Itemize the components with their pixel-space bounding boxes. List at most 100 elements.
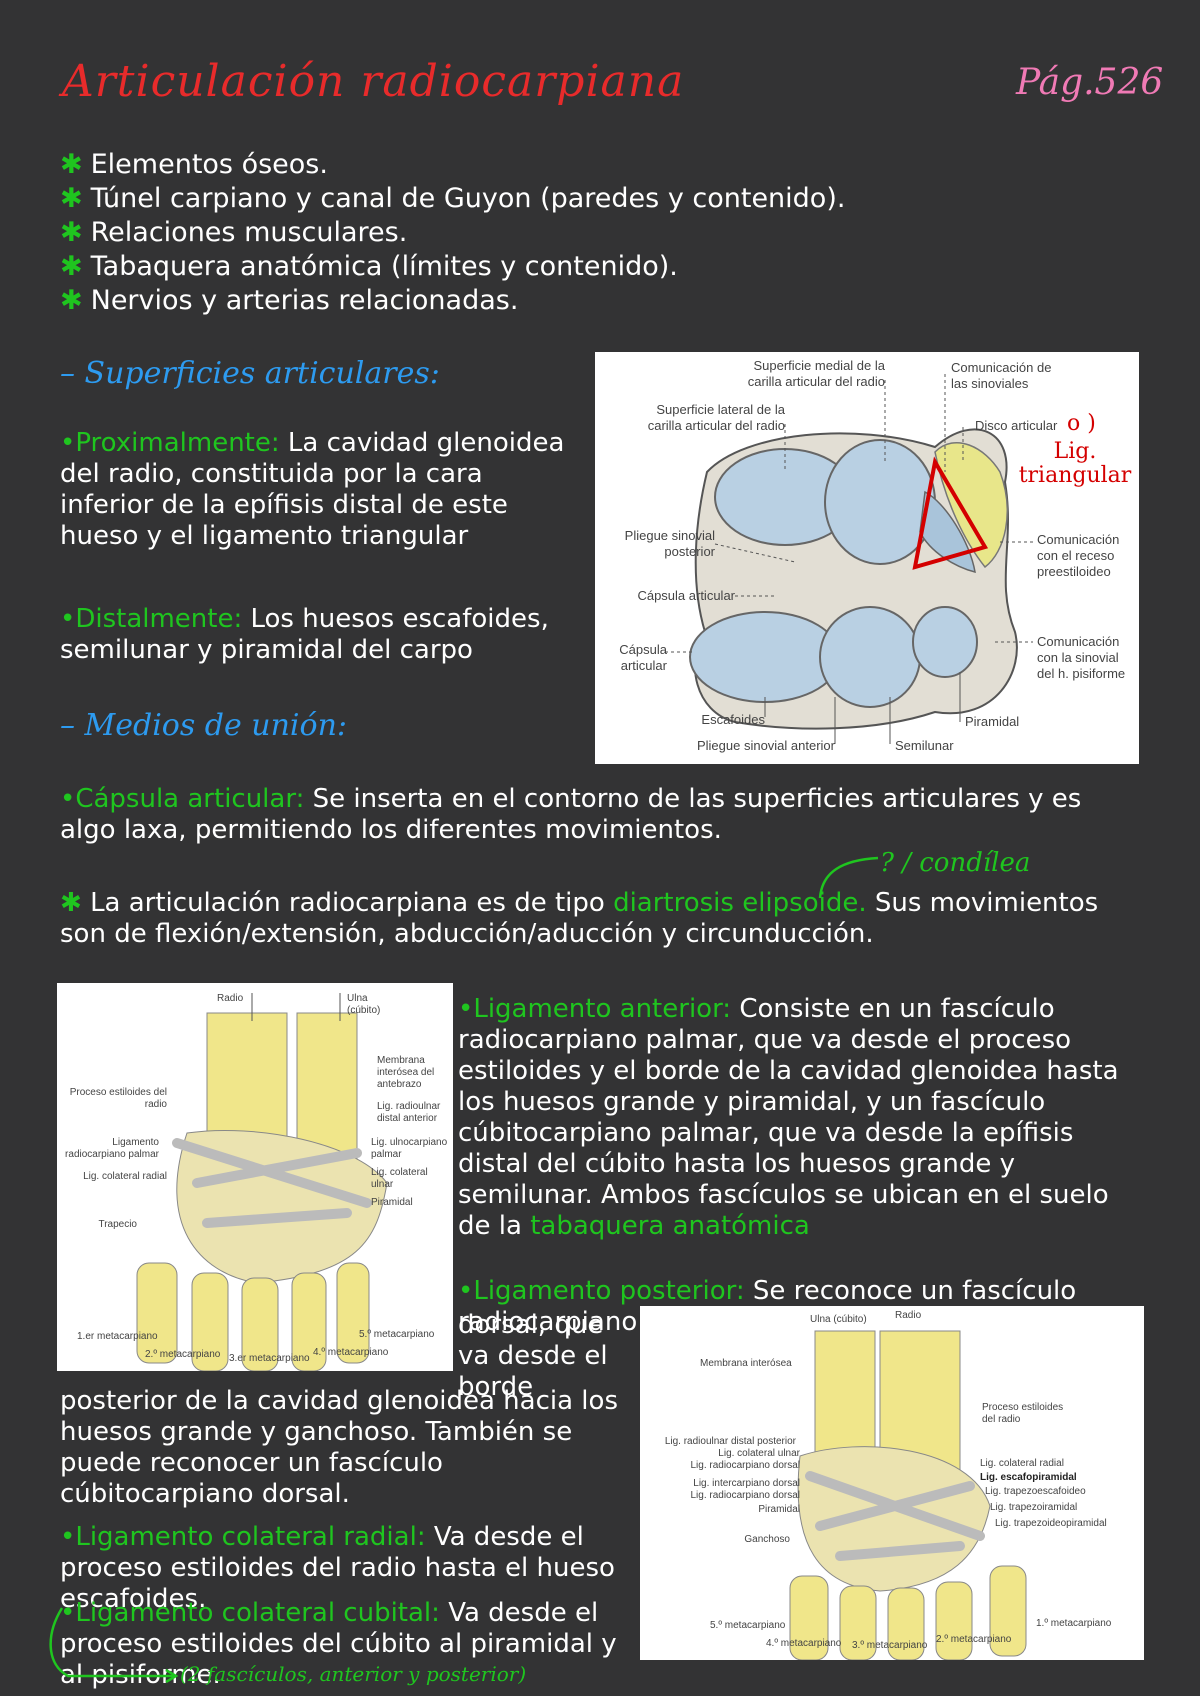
topic-item: ✱Nervios y arterias relacionadas. bbox=[60, 285, 519, 316]
star-icon: ✱ bbox=[60, 217, 83, 248]
proximal-paragraph: •Proximalmente: La cavidad glenoidea del… bbox=[60, 428, 580, 552]
proximal-text: La cavidad glenoidea del radio, constitu… bbox=[60, 428, 565, 551]
label-receso-preestiloideo: Comunicación con el receso preestiloideo bbox=[1037, 532, 1120, 579]
proximal-label: •Proximalmente: bbox=[60, 428, 280, 458]
topic-item: ✱Túnel carpiano y canal de Guyon (parede… bbox=[60, 183, 846, 214]
figure-anterior-view: Radio Ulna (cúbito) Membrana interósea d… bbox=[57, 983, 453, 1371]
label-radio: Radio bbox=[895, 1310, 922, 1321]
label-metacarpiano-4: 4.º metacarpiano bbox=[313, 1347, 389, 1358]
label-colateral-radial: Lig. colateral radial bbox=[83, 1171, 167, 1182]
cubital-label: •Ligamento colateral cubital: bbox=[60, 1598, 440, 1628]
posterior-text-a: Se reconoce un fascículo radiocarpiano bbox=[458, 1276, 1077, 1337]
label-pliegue-anterior: Pliegue sinovial anterior bbox=[696, 738, 835, 753]
figure-articular-surfaces: Superficie medial de la carilla articula… bbox=[595, 352, 1139, 764]
figure-posterior-view: Ulna (cúbito) Radio Membrana interósea P… bbox=[640, 1306, 1144, 1660]
posterior-paragraph-b: dorsal, que va desde el borde bbox=[458, 1310, 608, 1402]
label-escafopiramidal: Lig. escafopiramidal bbox=[980, 1472, 1077, 1483]
label-ganchoso: Ganchoso bbox=[744, 1534, 790, 1545]
label-piramidal: Piramidal bbox=[371, 1197, 413, 1208]
tipo-green: diartrosis elipsoide. bbox=[613, 888, 867, 918]
label-disco-articular: Disco articular bbox=[975, 418, 1058, 433]
label-ulnocarpiano: Lig. ulnocarpiano palmar bbox=[371, 1137, 448, 1160]
capsula-label: •Cápsula articular: bbox=[60, 784, 305, 814]
anterior-text: Consiste en un fascículo radiocarpiano p… bbox=[458, 994, 1119, 1241]
label-escafoides: Escafoides bbox=[701, 712, 765, 727]
condilea-arrow-icon bbox=[818, 856, 879, 899]
label-trapezoiramidal: Lig. trapezoiramidal bbox=[990, 1502, 1078, 1513]
distal-label: •Distalmente: bbox=[60, 604, 243, 634]
page-title: Articulación radiocarpiana bbox=[62, 56, 685, 107]
label-metacarpiano-3: 3.º metacarpiano bbox=[852, 1640, 928, 1651]
posterior-paragraph-c: posterior de la cavidad glenoidea hacia … bbox=[60, 1386, 618, 1509]
label-trapezoescafoideo: Lig. trapezoescafoideo bbox=[985, 1486, 1086, 1497]
label-metacarpiano-3: 3.er metacarpiano bbox=[229, 1353, 310, 1364]
label-semilunar: Semilunar bbox=[895, 738, 954, 753]
label-pliegue-posterior: Pliegue sinovial posterior bbox=[624, 528, 715, 559]
label-piramidal: Piramidal bbox=[758, 1504, 800, 1515]
topic-list: ✱Elementos óseos. ✱Túnel carpiano y cana… bbox=[60, 148, 845, 318]
label-colateral-ulnar: Lig. colateral ulnar bbox=[371, 1167, 428, 1190]
capsula-text: Se inserta en el contorno de las superfi… bbox=[60, 784, 1082, 845]
condilea-note: ? / condílea bbox=[880, 848, 1031, 878]
label-sup-lateral: Superficie lateral de la carilla articul… bbox=[647, 402, 785, 433]
label-intercarpiano-dorsal: Lig. intercarpiano dorsal bbox=[693, 1478, 800, 1489]
label-colateral-radial: Lig. colateral radial bbox=[980, 1458, 1064, 1469]
radial-label: •Ligamento colateral radial: bbox=[60, 1522, 426, 1552]
label-metacarpiano-1: 1.er metacarpiano bbox=[77, 1331, 158, 1342]
annotation-lig-triangular: Lig. triangular bbox=[1018, 439, 1132, 488]
distal-text: Los huesos escafoides, semilunar y piram… bbox=[60, 604, 549, 665]
radial-text: Va desde el proceso estiloides del radio… bbox=[60, 1522, 615, 1614]
label-metacarpiano-2: 2.º metacarpiano bbox=[145, 1349, 221, 1360]
label-membrana: Membrana interósea bbox=[700, 1358, 792, 1369]
posterior-view-illustration bbox=[789, 1330, 1027, 1660]
star-icon: ✱ bbox=[60, 285, 83, 316]
label-proceso-estiloides: Proceso estiloides del radio bbox=[69, 1087, 167, 1110]
label-comunicacion-sinoviales: Comunicación de las sinoviales bbox=[951, 360, 1052, 391]
topic-item: ✱Tabaquera anatómica (límites y contenid… bbox=[60, 251, 678, 282]
cubital-arrow-icon bbox=[49, 1607, 179, 1684]
label-capsula-articular-1: Cápsula articular bbox=[637, 588, 735, 603]
topic-item: ✱Relaciones musculares. bbox=[60, 217, 408, 248]
medios-heading: – Medios de unión: bbox=[60, 708, 348, 743]
label-sinovial-pisiforme: Comunicación con la sinovial del h. pisi… bbox=[1037, 634, 1126, 681]
label-radio: Radio bbox=[217, 993, 244, 1004]
label-proceso-estiloides: Proceso estiloides del radio bbox=[982, 1402, 1064, 1425]
topic-item: ✱Elementos óseos. bbox=[60, 149, 328, 180]
page-number: Pág.526 bbox=[1016, 62, 1164, 103]
label-metacarpiano-5: 5.º metacarpiano bbox=[359, 1329, 435, 1340]
anterior-green: tabaquera anatómica bbox=[530, 1211, 810, 1241]
label-metacarpiano-1: 1.º metacarpiano bbox=[1036, 1618, 1112, 1629]
tipo-pre: La articulación radiocarpiana es de tipo bbox=[90, 888, 605, 918]
label-radioulnar-posterior: Lig. radioulnar distal posterior bbox=[664, 1436, 796, 1447]
anterior-label: •Ligamento anterior: bbox=[458, 994, 732, 1024]
anterior-paragraph: •Ligamento anterior: Consiste en un fasc… bbox=[458, 994, 1148, 1242]
posterior-paragraph-a: •Ligamento posterior: Se reconoce un fas… bbox=[458, 1276, 1148, 1338]
label-membrana: Membrana interósea del antebrazo bbox=[377, 1055, 435, 1090]
star-icon: ✱ bbox=[60, 183, 83, 214]
label-radioulnar-anterior: Lig. radioulnar distal anterior bbox=[377, 1101, 441, 1124]
label-radiocarpiano-dorsal-2: Lig. radiocarpiano dorsal bbox=[690, 1490, 800, 1501]
label-ligamento-radiocarpiano: Ligamento radiocarpiano palmar bbox=[65, 1137, 159, 1160]
label-radiocarpiano-dorsal: Lig. radiocarpiano dorsal bbox=[690, 1460, 800, 1471]
label-ulna: Ulna (cúbito) bbox=[810, 1314, 867, 1325]
articular-surfaces-illustration bbox=[665, 374, 1033, 744]
colateral-radial-paragraph: •Ligamento colateral radial: Va desde el… bbox=[60, 1522, 640, 1615]
posterior-label: •Ligamento posterior: bbox=[458, 1276, 745, 1306]
label-metacarpiano-2: 2.º metacarpiano bbox=[936, 1634, 1012, 1645]
capsula-paragraph: •Cápsula articular: Se inserta en el con… bbox=[60, 784, 1140, 846]
label-capsula-articular-2: Cápsula articular bbox=[619, 642, 667, 673]
label-trapecio: Trapecio bbox=[98, 1219, 137, 1230]
label-colateral-ulnar: Lig. colateral ulnar bbox=[718, 1448, 800, 1459]
star-icon: ✱ bbox=[60, 251, 83, 282]
label-metacarpiano-5: 5.º metacarpiano bbox=[710, 1620, 786, 1631]
label-piramidal: Piramidal bbox=[965, 714, 1020, 729]
star-icon: ✱ bbox=[60, 149, 83, 180]
label-ulna: Ulna (cúbito) bbox=[347, 993, 381, 1016]
tipo-post: Sus movimientos son de flexión/extensión… bbox=[60, 888, 1099, 949]
annotation-o: o ) bbox=[1067, 411, 1096, 436]
tipo-paragraph: ✱ La articulación radiocarpiana es de ti… bbox=[60, 888, 1150, 950]
label-sup-medial: Superficie medial de la carilla articula… bbox=[747, 358, 885, 389]
label-metacarpiano-4: 4.º metacarpiano bbox=[766, 1638, 842, 1649]
cubital-note: (2 fascículos, anterior y posterior) bbox=[180, 1662, 527, 1686]
star-icon: ✱ bbox=[60, 888, 82, 918]
